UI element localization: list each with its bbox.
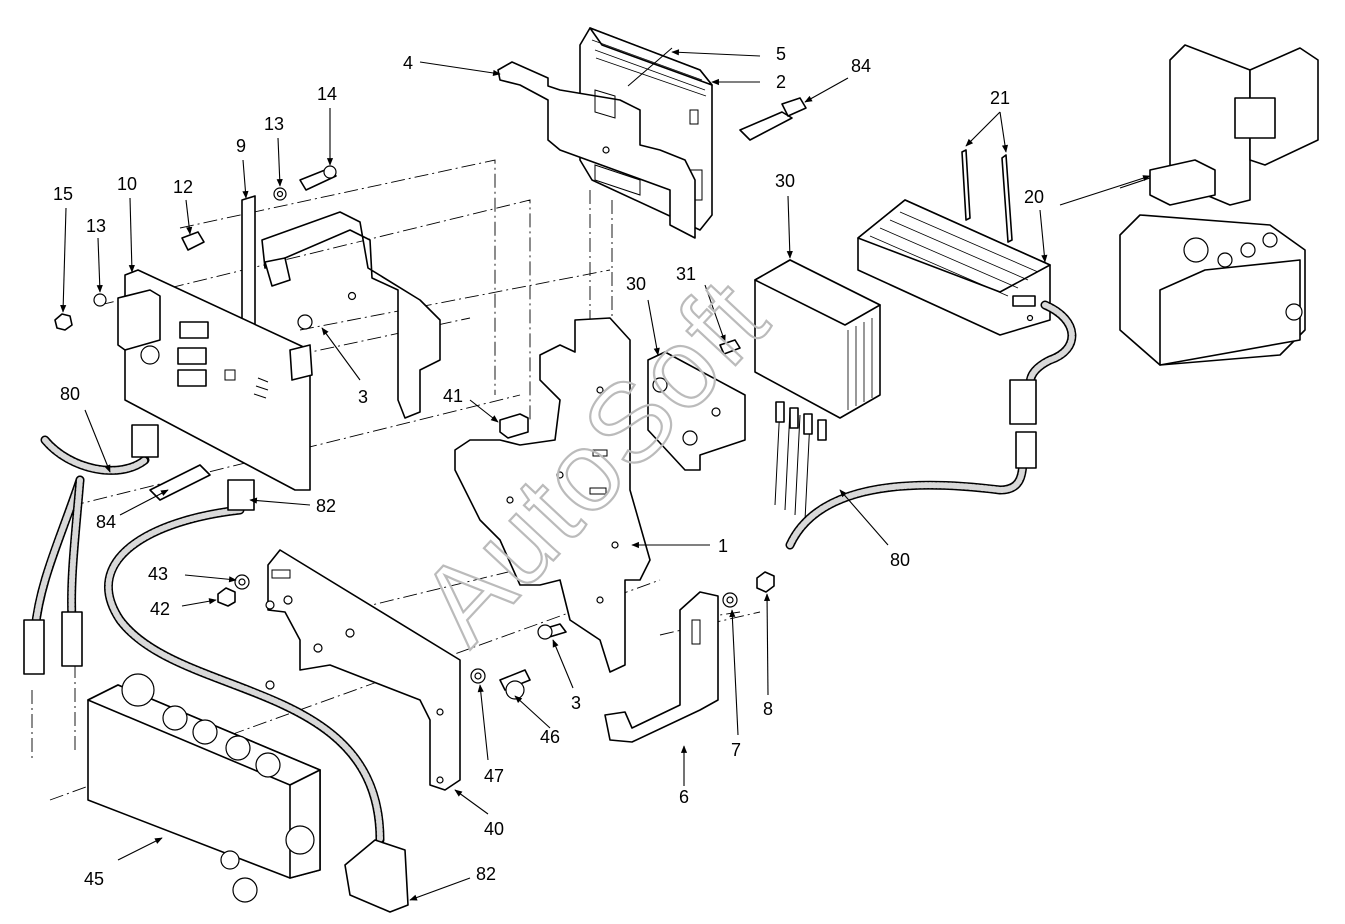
callout-21: 21 — [990, 88, 1010, 108]
callout-1: 1 — [718, 536, 728, 556]
callout-9: 9 — [236, 136, 246, 156]
callout-84-lower: 84 — [96, 512, 116, 532]
assembled-view — [1119, 44, 1319, 366]
relay-bracket — [647, 351, 746, 471]
callout-80-left: 80 — [60, 384, 80, 404]
callout-3-upper: 3 — [358, 387, 368, 407]
controller-module-assembly — [497, 27, 713, 239]
callout-45: 45 — [84, 869, 104, 889]
callout-4: 4 — [403, 53, 413, 73]
cables — [23, 300, 1077, 913]
callout-30-relay: 30 — [775, 171, 795, 191]
callout-82-upper: 82 — [316, 496, 336, 516]
relay-box — [754, 259, 881, 521]
screws — [499, 339, 741, 700]
callout-12: 12 — [173, 177, 193, 197]
callout-2: 2 — [776, 72, 786, 92]
leader-lines — [60, 49, 1151, 901]
callout-6: 6 — [679, 787, 689, 807]
plug-80 — [131, 424, 159, 458]
callout-80-right: 80 — [890, 550, 910, 570]
callout-10: 10 — [117, 174, 137, 194]
small-hardware — [54, 165, 337, 331]
washers-and-nuts — [217, 571, 775, 684]
circuit-board — [117, 269, 313, 491]
main-mounting-plate — [454, 317, 651, 673]
long-screws — [961, 149, 1013, 243]
callout-46: 46 — [540, 727, 560, 747]
z-bracket — [604, 591, 719, 743]
callout-30-bracket: 30 — [626, 274, 646, 294]
callout-15: 15 — [53, 184, 73, 204]
callout-3-lower: 3 — [571, 693, 581, 713]
callout-84-upper: 84 — [851, 56, 871, 76]
base-plate — [265, 549, 461, 791]
callout-7: 7 — [731, 740, 741, 760]
junction-box — [87, 673, 321, 903]
callout-40: 40 — [484, 819, 504, 839]
callout-20: 20 — [1024, 187, 1044, 207]
callout-14: 14 — [317, 84, 337, 104]
finned-power-module — [857, 199, 1051, 336]
spacer — [181, 231, 205, 251]
callout-13-upper: 13 — [264, 114, 284, 134]
u-bracket — [241, 195, 441, 419]
callout-5: 5 — [776, 44, 786, 64]
callout-41: 41 — [443, 386, 463, 406]
callout-8: 8 — [763, 699, 773, 719]
callout-47: 47 — [484, 766, 504, 786]
callout-31: 31 — [676, 264, 696, 284]
usb-connector-upper — [739, 97, 807, 141]
callout-43: 43 — [148, 564, 168, 584]
callout-42: 42 — [150, 599, 170, 619]
callout-labels: 4 5 2 84 21 14 13 9 10 12 15 13 30 20 31… — [53, 44, 1044, 889]
plug-82 — [227, 479, 255, 511]
callout-82-lower: 82 — [476, 864, 496, 884]
callout-13-lower: 13 — [86, 216, 106, 236]
